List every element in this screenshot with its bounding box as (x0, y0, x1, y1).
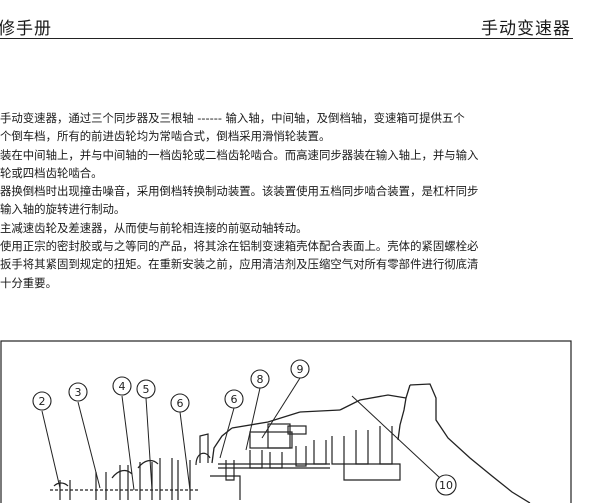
header-manual-title: 修手册 (0, 19, 52, 39)
callout-label: 4 (119, 380, 126, 393)
body-line: 个倒车档，所有的前进齿轮均为常啮合式，倒档采用滑悄轮装置。 (0, 129, 331, 144)
diagram-frame (0, 340, 572, 503)
callout-label: 9 (297, 363, 304, 376)
callout-label: 8 (257, 373, 264, 386)
callout-4: 4 (112, 376, 132, 396)
callout-label: 5 (143, 383, 150, 396)
body-line: 装在中间轴上，并与中间轴的一档齿轮或二档齿轮啮合。而高速同步器装在输入轴上，并与… (0, 147, 479, 162)
body-line: 十分重要。 (0, 275, 57, 290)
gear-assembly (50, 423, 401, 500)
callout-5: 5 (136, 379, 156, 399)
body-line: 主减速齿轮及差速器，从而使与前轮相连接的前驱动轴转动。 (0, 220, 308, 235)
callout-6a: 6 (170, 393, 190, 413)
callout-2: 2 (32, 391, 52, 411)
body-line: 扳手将其紧固到规定的扭矩。在重新安装之前，应用清洁剂及压缩空气对所有零部件进行彻… (0, 257, 479, 272)
callout-label: 3 (75, 386, 82, 399)
callout-leaders (41, 377, 441, 491)
body-line: 输入轴的旋转进行制动。 (0, 202, 126, 217)
callout-label: 10 (439, 479, 453, 492)
callout-label: 6 (177, 397, 184, 410)
callout-8: 8 (250, 369, 270, 389)
body-line: 器换倒档时出现撞击噪音，采用倒档转换制动装置。该装置使用五档同步啮合装置，是杠杆… (0, 184, 479, 199)
header-section-title: 手动变速器 (481, 19, 571, 39)
callout-label: 6 (231, 393, 238, 406)
header-rule (0, 38, 573, 39)
transmission-diagram: 2 3 4 5 6 6 8 9 (0, 340, 572, 503)
callout-3: 3 (68, 382, 88, 402)
body-line: 轮或四档齿轮啮合。 (0, 165, 103, 180)
callout-10: 10 (435, 474, 457, 496)
callout-markers: 2 3 4 5 6 6 8 9 (32, 359, 457, 496)
callout-6b: 6 (224, 389, 244, 409)
callout-9: 9 (290, 359, 310, 379)
body-paragraphs: 手动变速器，通过三个同步器及三根轴 ------ 输入轴，中间轴，及倒档轴，变速… (0, 109, 590, 292)
body-line: 使用正宗的密封胶或与之等同的产品，将其涂在铝制变速箱壳体配合表面上。壳体的紧固螺… (0, 239, 479, 254)
housing-outline (211, 383, 531, 503)
body-line: 手动变速器，通过三个同步器及三根轴 ------ 输入轴，中间轴，及倒档轴，变速… (0, 111, 465, 125)
callout-label: 2 (39, 395, 46, 408)
